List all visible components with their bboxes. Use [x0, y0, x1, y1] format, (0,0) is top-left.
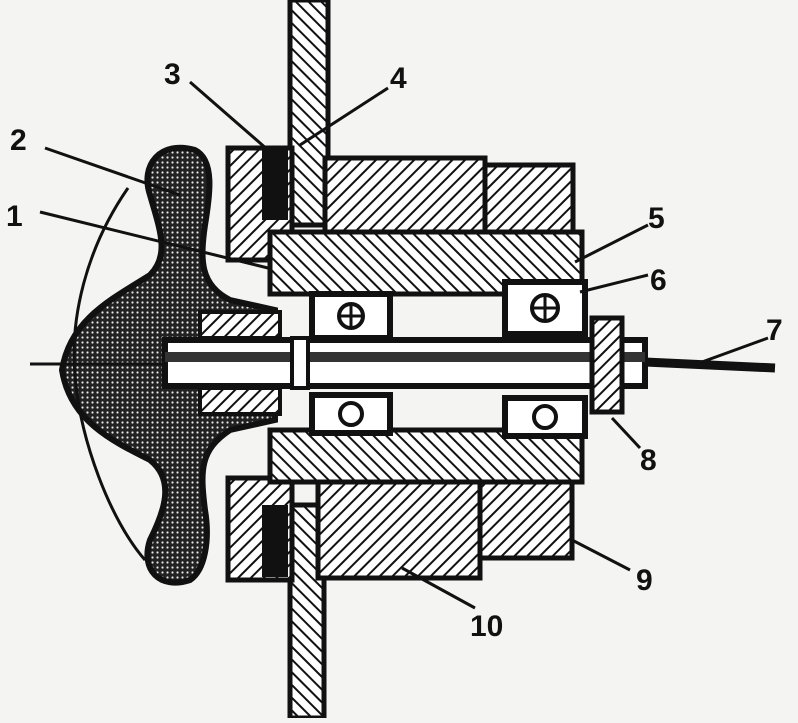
callout-1: 1 [6, 200, 23, 233]
callout-7: 7 [766, 314, 783, 347]
callout-2: 2 [10, 124, 27, 157]
callout-4: 4 [390, 62, 407, 95]
lower-housing [315, 467, 575, 581]
callout-10: 10 [470, 610, 503, 643]
ball-bearings [309, 279, 588, 439]
callout-labels: 1 2 3 4 5 6 7 8 9 10 [6, 58, 783, 643]
shaft [30, 315, 776, 415]
callout-3: 3 [164, 58, 181, 91]
callout-5: 5 [648, 202, 665, 235]
callout-9: 9 [636, 564, 653, 597]
knob-screw [198, 310, 282, 416]
callout-8: 8 [640, 444, 657, 477]
callout-6: 6 [650, 264, 667, 297]
leader-lines [39, 80, 769, 610]
